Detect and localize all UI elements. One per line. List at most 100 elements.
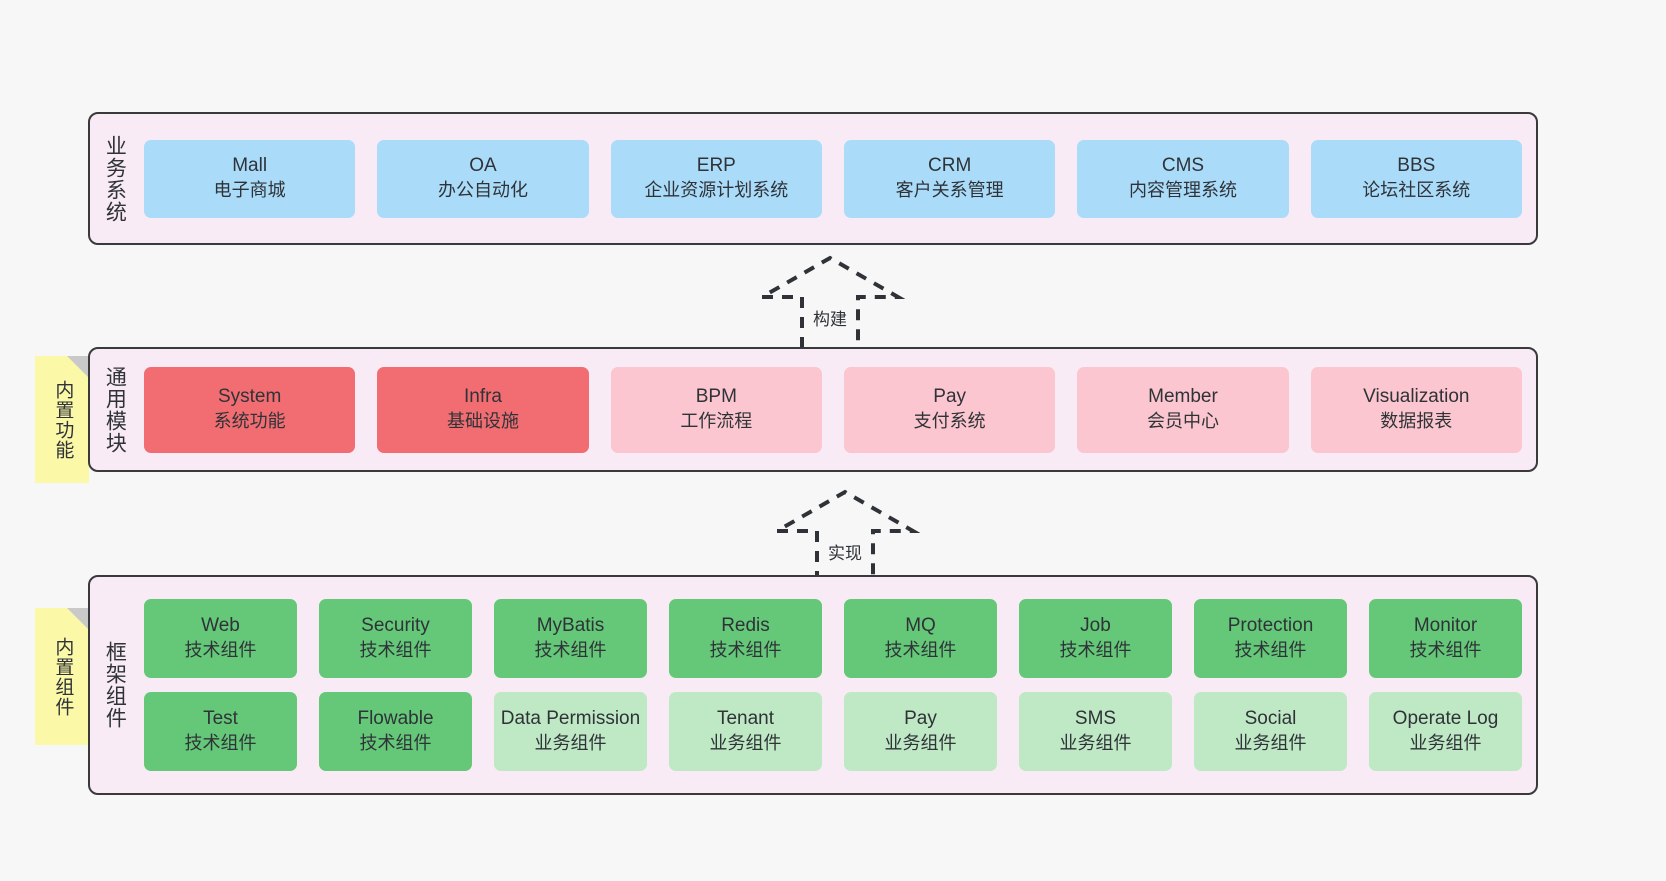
box-erp-subtitle: 企业资源计划系统 [644, 180, 789, 201]
box-web[interactable]: Web 技术组件 [144, 599, 297, 678]
builtin-feature-note: 内置功能 [35, 356, 89, 483]
box-oa-subtitle: 办公自动化 [437, 180, 528, 201]
layer-framework-component: 框架组件 Web 技术组件 Security 技术组件 MyBatis 技术组件… [88, 575, 1538, 795]
box-protection-title: Protection [1227, 615, 1314, 637]
box-flowable-title: Flowable [357, 708, 434, 730]
box-infra[interactable]: Infra 基础设施 [377, 366, 589, 453]
box-web-title: Web [201, 615, 240, 637]
box-mall-title: Mall [232, 155, 268, 177]
box-social-subtitle: 业务组件 [1234, 733, 1307, 754]
box-monitor-title: Monitor [1413, 615, 1478, 637]
box-crm[interactable]: CRM 客户关系管理 [843, 139, 1056, 218]
box-security-subtitle: 技术组件 [359, 640, 432, 661]
box-visualization-title: Visualization [1363, 386, 1470, 408]
note-fold-corner-icon [67, 608, 89, 630]
box-member-title: Member [1148, 386, 1218, 408]
box-operate-log-subtitle: 业务组件 [1409, 733, 1482, 754]
box-social[interactable]: Social 业务组件 [1194, 692, 1347, 771]
box-mq[interactable]: MQ 技术组件 [844, 599, 997, 678]
box-visualization-subtitle: 数据报表 [1380, 411, 1453, 432]
box-member-subtitle: 会员中心 [1146, 411, 1219, 432]
layer-body-common-module: System 系统功能 Infra 基础设施 BPM 工作流程 Pay 支付系统… [138, 349, 1536, 470]
box-security[interactable]: Security 技术组件 [319, 599, 472, 678]
box-mybatis-title: MyBatis [536, 615, 605, 637]
box-mybatis-subtitle: 技术组件 [534, 640, 607, 661]
layer-title-framework-component: 框架组件 [103, 641, 127, 729]
box-data-permission-subtitle: 业务组件 [534, 733, 607, 754]
box-redis-subtitle: 技术组件 [709, 640, 782, 661]
box-cms-title: CMS [1161, 155, 1205, 177]
note-fold-corner-icon [67, 356, 89, 378]
box-system-subtitle: 系统功能 [213, 411, 286, 432]
box-data-permission[interactable]: Data Permission 业务组件 [494, 692, 647, 771]
box-tenant[interactable]: Tenant 业务组件 [669, 692, 822, 771]
builtin-feature-note-text: 内置功能 [52, 379, 74, 460]
box-bpm[interactable]: BPM 工作流程 [610, 366, 822, 453]
box-monitor[interactable]: Monitor 技术组件 [1369, 599, 1522, 678]
layer-body-framework-component: Web 技术组件 Security 技术组件 MyBatis 技术组件 Redi… [138, 577, 1536, 793]
box-erp[interactable]: ERP 企业资源计划系统 [610, 139, 822, 218]
build-arrow: 构建 [755, 252, 905, 348]
box-cms[interactable]: CMS 内容管理系统 [1077, 139, 1289, 218]
box-pay-title: Pay [933, 386, 967, 408]
box-sms-title: SMS [1074, 708, 1117, 730]
box-tenant-title: Tenant [716, 708, 775, 730]
box-bbs-title: BBS [1397, 155, 1436, 177]
box-oa-title: OA [469, 155, 497, 177]
box-pay[interactable]: Pay 支付系统 [843, 366, 1056, 453]
box-protection[interactable]: Protection 技术组件 [1194, 599, 1347, 678]
box-flowable-subtitle: 技术组件 [359, 733, 432, 754]
box-protection-subtitle: 技术组件 [1234, 640, 1307, 661]
box-erp-title: ERP [696, 155, 736, 177]
layer-title-business-system: 业务系统 [103, 134, 127, 223]
box-infra-subtitle: 基础设施 [446, 411, 519, 432]
box-redis-title: Redis [721, 615, 770, 637]
box-tenant-subtitle: 业务组件 [709, 733, 782, 754]
box-pay-component-title: Pay [904, 708, 937, 730]
box-pay-component[interactable]: Pay 业务组件 [844, 692, 997, 771]
box-operate-log[interactable]: Operate Log 业务组件 [1369, 692, 1522, 771]
box-system-title: System [217, 386, 282, 408]
layer-body-business-system: Mall 电子商城 OA 办公自动化 ERP 企业资源计划系统 CRM 客户关系… [138, 114, 1536, 243]
box-system[interactable]: System 系统功能 [144, 366, 356, 453]
box-test-subtitle: 技术组件 [184, 733, 257, 754]
box-member[interactable]: Member 会员中心 [1077, 366, 1289, 453]
box-job[interactable]: Job 技术组件 [1019, 599, 1172, 678]
box-redis[interactable]: Redis 技术组件 [669, 599, 822, 678]
layer-common-module: 通用模块 System 系统功能 Infra 基础设施 BPM 工作流程 Pay… [88, 347, 1538, 472]
implement-arrow-label: 实现 [828, 544, 862, 563]
box-pay-component-subtitle: 业务组件 [884, 733, 957, 754]
framework-business-row: Test 技术组件 Flowable 技术组件 Data Permission … [144, 692, 1522, 771]
builtin-component-note-text: 内置组件 [52, 636, 74, 717]
box-security-title: Security [361, 615, 430, 637]
box-pay-subtitle: 支付系统 [913, 411, 986, 432]
box-visualization[interactable]: Visualization 数据报表 [1310, 366, 1522, 453]
box-cms-subtitle: 内容管理系统 [1128, 180, 1237, 201]
box-mall-subtitle: 电子商城 [213, 180, 286, 201]
box-data-permission-title: Data Permission [500, 708, 641, 730]
box-bbs-subtitle: 论坛社区系统 [1362, 180, 1471, 201]
box-crm-title: CRM [928, 155, 972, 177]
box-test-title: Test [203, 708, 238, 730]
box-mq-title: MQ [905, 615, 936, 637]
box-monitor-subtitle: 技术组件 [1409, 640, 1482, 661]
box-sms-subtitle: 业务组件 [1059, 733, 1132, 754]
box-mall[interactable]: Mall 电子商城 [144, 139, 356, 218]
box-crm-subtitle: 客户关系管理 [895, 180, 1004, 201]
layer-title-common-module: 通用模块 [103, 365, 127, 454]
layer-business-system: 业务系统 Mall 电子商城 OA 办公自动化 ERP 企业资源计划系统 CRM… [88, 112, 1538, 245]
box-social-title: Social [1244, 708, 1297, 730]
box-job-title: Job [1080, 615, 1111, 637]
box-test[interactable]: Test 技术组件 [144, 692, 297, 771]
box-bbs[interactable]: BBS 论坛社区系统 [1310, 139, 1522, 218]
box-bpm-title: BPM [695, 386, 737, 408]
box-flowable[interactable]: Flowable 技术组件 [319, 692, 472, 771]
common-module-row: System 系统功能 Infra 基础设施 BPM 工作流程 Pay 支付系统… [144, 366, 1522, 453]
box-sms[interactable]: SMS 业务组件 [1019, 692, 1172, 771]
implement-arrow: 实现 [770, 486, 920, 582]
framework-tech-row: Web 技术组件 Security 技术组件 MyBatis 技术组件 Redi… [144, 599, 1522, 678]
box-job-subtitle: 技术组件 [1059, 640, 1132, 661]
box-oa[interactable]: OA 办公自动化 [377, 139, 589, 218]
box-mybatis[interactable]: MyBatis 技术组件 [494, 599, 647, 678]
